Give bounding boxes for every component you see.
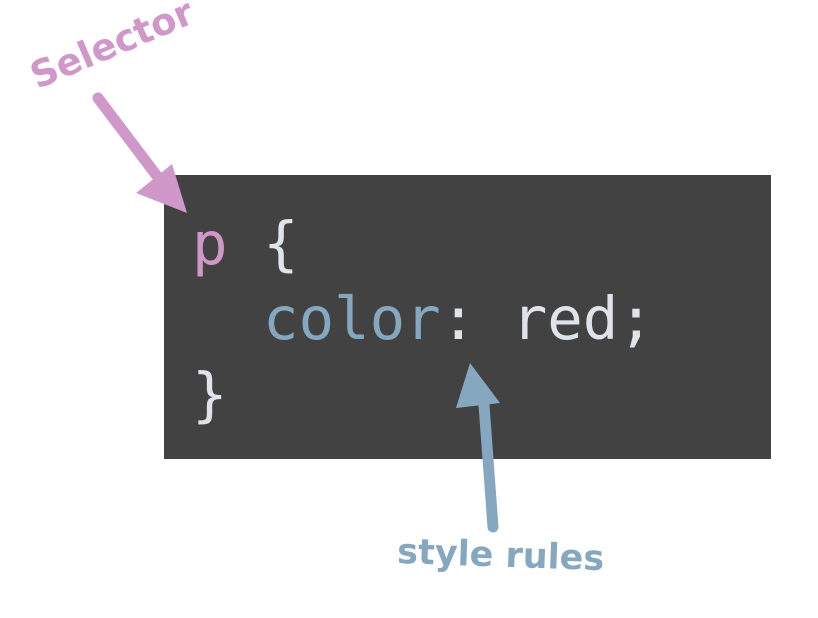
indent	[192, 284, 263, 353]
selector-label: Selector	[24, 0, 200, 98]
code-line-3: }	[192, 359, 228, 431]
code-line-2: color: red;	[192, 283, 654, 355]
css-value-token: red	[511, 284, 619, 353]
css-property-token: color	[263, 284, 441, 353]
code-block	[164, 175, 771, 459]
semicolon-token: ;	[618, 284, 654, 353]
css-selector-token: p	[192, 209, 228, 278]
style-rules-label: style rules	[396, 532, 605, 580]
open-brace-token: {	[263, 209, 299, 278]
code-line-1: p {	[192, 208, 299, 280]
colon-token: :	[440, 284, 477, 353]
close-brace-token: }	[192, 360, 228, 429]
